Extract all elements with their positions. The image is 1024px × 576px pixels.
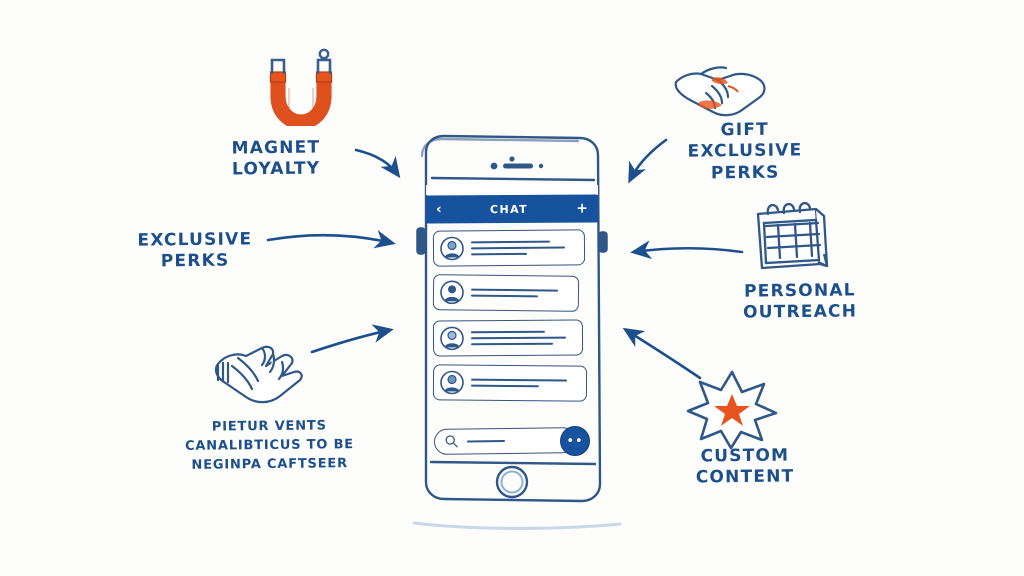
send-icon: ••: [566, 433, 584, 449]
back-chevron-icon[interactable]: ‹: [435, 201, 442, 218]
proximity-sensor-dot: [490, 162, 498, 170]
ambient-sensor-dot: [538, 163, 544, 169]
chat-list-item[interactable]: [432, 319, 584, 357]
label-personal-outreach: PERSONAL OUTREACH: [742, 280, 858, 323]
message-preview: [470, 237, 578, 259]
app-bar-title: CHAT: [489, 202, 529, 216]
label-gift-exclusive-perks: GIFT EXCLUSIVE PERKS: [687, 119, 803, 183]
star-burst-icon: [684, 368, 780, 450]
chat-list-item[interactable]: [432, 229, 586, 267]
label-custom-content: CUSTOM CONTENT: [695, 445, 795, 488]
phone-outline: [416, 134, 608, 503]
chat-list-item[interactable]: [432, 274, 580, 312]
label-magnet-loyalty: MAGNET LOYALTY: [231, 137, 321, 180]
search-input[interactable]: [433, 427, 577, 455]
avatar: [440, 370, 464, 395]
chat-list-item[interactable]: [432, 364, 588, 402]
avatar: [440, 236, 464, 261]
volume-button: [416, 227, 426, 255]
composer: ••: [433, 426, 590, 456]
send-button[interactable]: ••: [560, 426, 590, 456]
horseshoe-magnet-icon: [258, 44, 344, 130]
status-bar: [426, 185, 598, 195]
avatar: [440, 326, 464, 351]
smartphone-mockup: ‹ CHAT +: [404, 132, 620, 510]
open-hands-icon: [208, 334, 312, 412]
label-exclusive-perks: EXCLUSIVE PERKS: [137, 229, 253, 272]
message-preview: [470, 375, 580, 391]
home-button: [495, 465, 529, 499]
chat-list: [426, 223, 598, 402]
app-bar: ‹ CHAT +: [425, 194, 599, 224]
phone-screen: ‹ CHAT +: [425, 185, 599, 460]
message-preview: [470, 327, 576, 349]
arrow-hands-to-phone: [310, 324, 394, 354]
label-garbled-note: PIETUR VENTS CANALIBTICUS TO BE NEGINPA …: [184, 418, 355, 473]
calendar-icon: [750, 196, 836, 274]
arrow-calendar-to-phone: [630, 240, 744, 259]
power-button: [598, 231, 608, 253]
front-camera-dot: [509, 156, 515, 162]
arrow-perks-to-phone: [266, 230, 396, 249]
home-button-inner: [500, 470, 524, 494]
search-icon: [445, 435, 458, 448]
handshake-icon: [668, 52, 772, 126]
arrow-magnet-to-phone: [354, 148, 401, 179]
avatar: [440, 280, 464, 305]
search-placeholder-line: [466, 440, 506, 443]
earpiece-speaker: [503, 163, 533, 169]
message-preview: [470, 285, 572, 302]
add-icon[interactable]: +: [576, 200, 589, 217]
